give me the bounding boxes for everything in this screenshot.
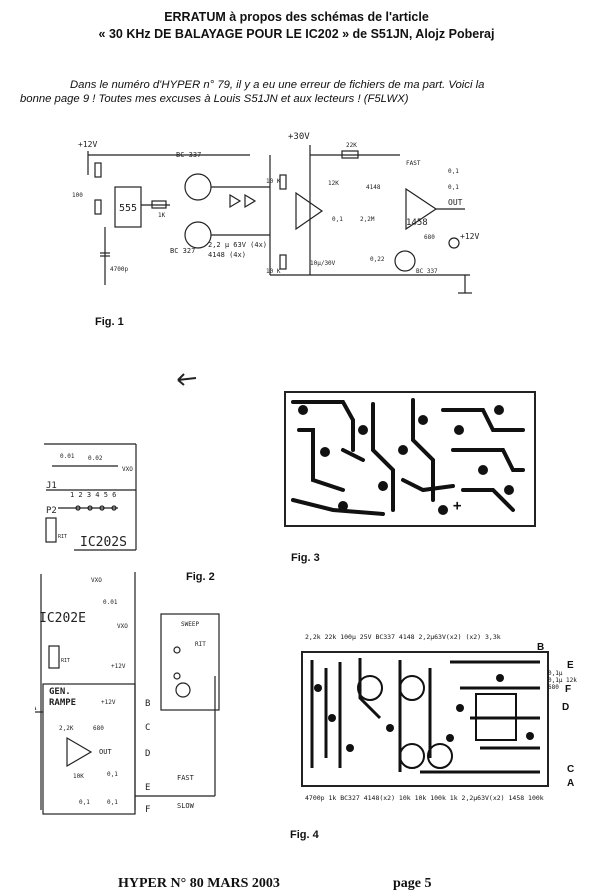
intro-line2: bonne page 9 ! Toutes mes excuses à Loui… (20, 93, 409, 105)
fig1-caption: Fig. 1 (95, 316, 124, 328)
fig2-label-b: B (145, 699, 150, 709)
fig2-caption: Fig. 2 (186, 571, 215, 583)
fig2-label-vxo: VXO (122, 466, 133, 473)
fig2-label-c01: 0,1 (107, 771, 118, 778)
fig1-label-4148: 4148 (366, 184, 381, 191)
fig2-label-pins: 1 2 3 4 5 6 (70, 491, 116, 499)
fig1-label-cap22: 2,2 µ 63V (4x) (208, 241, 267, 249)
fig2-label-d: D (145, 749, 150, 759)
fig1-label-22m: 2,2M (360, 216, 375, 223)
fig2-label-rit3: RIT (195, 641, 206, 648)
fig4-label-c: C (567, 764, 575, 775)
fig1-label-bc327: BC 327 (170, 247, 195, 255)
fig2-label-ic202e: IC202E (39, 611, 86, 626)
fig2-label-r22k: 2,2K (59, 725, 74, 732)
fig2-main-schematic: VXO IC202E 0.01 VXO RIT SWEEP RIT +12V G… (35, 572, 220, 815)
fig2-label-v12: +12V (111, 663, 126, 670)
article-title-line2: « 30 KHz DE BALAYAGE POUR LE IC202 » de … (98, 27, 495, 41)
fig1-label-d4148b: 4148 (4x) (208, 251, 246, 259)
fig2-label-out: OUT (99, 748, 112, 756)
fig1-label-12k: 12K (328, 180, 339, 187)
fig1-label-022: 0,22 (370, 256, 385, 263)
fig1-label-v12b: +12V (460, 232, 479, 241)
fig1-label-v30: +30V (288, 132, 310, 142)
fig2-label-c: C (145, 723, 150, 733)
fig1-label-bc337b: BC 337 (416, 268, 438, 275)
fig4-label-f: F (565, 684, 572, 695)
fig1-label-1458: 1458 (406, 218, 428, 228)
footer-page-number: page 5 (393, 876, 432, 891)
fig2-label-v12b: +12V (101, 699, 116, 706)
svg-text:+: + (453, 498, 461, 514)
fig2-label-sweep: SWEEP (181, 621, 199, 628)
fig2-label-vxo2: VXO (91, 577, 102, 584)
fig4-right-labels: 0,1µ 0,1µ 12k 680 (548, 670, 577, 691)
fig1-label-10kb: 10 K (266, 268, 281, 275)
fig2-label-f: F (145, 805, 150, 815)
fig2-label-e: E (145, 783, 150, 793)
fig1-label-c01c: 0,1 (448, 184, 459, 191)
fig2-label-r680: 680 (93, 725, 104, 732)
fig2-label-rit: RIT (58, 534, 67, 540)
fig2-label-rampe: RAMPE (49, 698, 76, 708)
fig2-label-c01b: 0,1 (79, 799, 90, 806)
fig2-label-j1: J1 (46, 481, 57, 491)
fig4-caption: Fig. 4 (290, 829, 319, 841)
fig2-label-c001: 0.01 (60, 453, 75, 460)
intro-paragraph: Dans le numéro d'HYPER n° 79, il y a eu … (20, 78, 580, 106)
fig3-caption: Fig. 3 (291, 552, 320, 564)
fig4-top-labels: 2,2k 22k 100µ 25V BC337 4148 2,2µ63V(x2)… (305, 633, 501, 641)
fig4-label-b: B (537, 642, 545, 653)
fig1-label-c01b: 0,1 (448, 168, 459, 175)
fig1-label-1k: 1K (158, 212, 166, 219)
fig1-label-10k: 10 K (266, 178, 281, 185)
fig4-label-e: E (567, 660, 574, 671)
fig2-label-c002b: 0.01 (103, 599, 118, 606)
fig4-bottom-labels: 4700p 1k BC327 4148(x2) 10k 10k 100k 1k … (305, 794, 544, 802)
intro-line1: Dans le numéro d'HYPER n° 79, il y a eu … (70, 79, 485, 91)
fig2-label-gen: GEN. (49, 687, 71, 697)
fig1-label-01: 0,1 (332, 216, 343, 223)
fig2-label-a: A (35, 703, 37, 713)
arrow-mark-icon (177, 373, 197, 386)
fig1-label-4700: 4700p (110, 266, 128, 273)
fig2-ic202s-schematic: 0.01 0.02 VXO J1 1 2 3 4 5 6 P2 RIT IC20… (44, 443, 137, 551)
fig1-label-680: 680 (424, 234, 435, 241)
fig2-label-slow: SLOW (177, 802, 195, 810)
fig4-label-a: A (567, 778, 575, 789)
fig1-schematic: +12V 555 100 4700p 1K BC 337 BC 327 2,2 … (72, 132, 479, 294)
fig2-label-fast: FAST (177, 774, 195, 782)
fig1-label-bc337: BC 337 (176, 151, 201, 159)
fig1-label-fast: FAST (406, 160, 421, 167)
fig2-label-ic202s: IC202S (80, 535, 127, 550)
fig1-label-out: OUT (448, 198, 463, 207)
fig4-component-layout (301, 651, 549, 787)
fig1-label-v12: +12V (78, 140, 97, 149)
fig2-label-r10k: 10K (73, 773, 84, 780)
fig2-label-vxo-tap: VXO (117, 623, 128, 630)
fig3-pcb-layout: + (284, 391, 536, 527)
fig1-label-10u: 10µ/30V (310, 260, 336, 267)
fig1-label-555: 555 (119, 203, 137, 214)
fig2-label-c002: 0.02 (88, 455, 103, 462)
footer-journal: HYPER N° 80 MARS 2003 (118, 876, 280, 891)
fig1-label-22k: 22K (346, 142, 357, 149)
fig4-label-d: D (562, 702, 570, 713)
fig2-label-p2: P2 (46, 506, 57, 516)
fig1-label-100: 100 (72, 192, 83, 199)
article-title-line1: ERRATUM à propos des schémas de l'articl… (164, 10, 429, 24)
fig2-label-rit2: RIT (61, 658, 70, 664)
fig2-label-c01c: 0,1 (107, 799, 118, 806)
